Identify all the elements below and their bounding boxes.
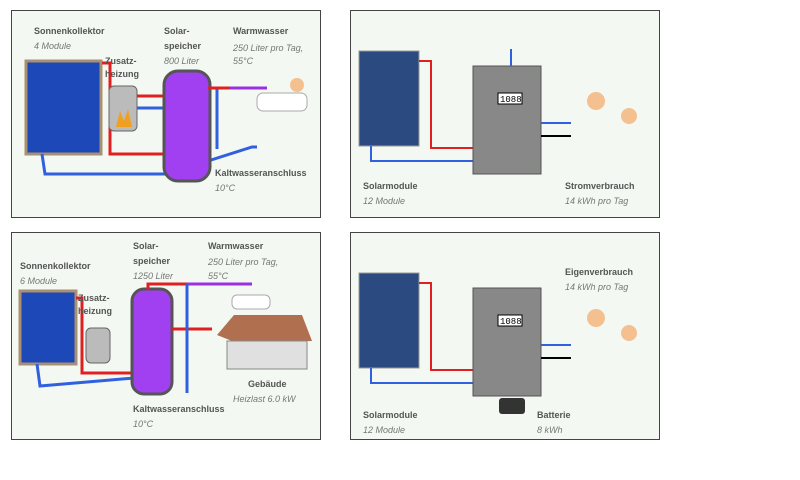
collector-label: Sonnenkollektor xyxy=(34,26,105,36)
modules-sub: 12 Module xyxy=(363,196,406,206)
hotwater-label: Warmwasser xyxy=(208,241,264,251)
solar-thermal-panel-large: Sonnenkollektor 6 Module Zusatz- heizung… xyxy=(11,232,321,440)
solar-modules xyxy=(358,272,420,369)
house-icon xyxy=(226,340,308,370)
hotwater-sub-1: 250 Liter pro Tag, xyxy=(208,257,279,267)
meter-reading: 1088 xyxy=(500,95,522,105)
meter-cabinet xyxy=(472,65,542,175)
tank-label-1: Solar- xyxy=(164,26,190,36)
battery-label: Batterie xyxy=(537,410,571,420)
hotwater-sub-2: 55°C xyxy=(208,271,229,281)
collector-sub: 6 Module xyxy=(20,276,58,286)
building-sub: Heizlast 6.0 kW xyxy=(233,394,296,404)
solar-collector xyxy=(18,289,78,366)
aux-label-1: Zusatz- xyxy=(78,293,110,303)
tank-sub: 800 Liter xyxy=(164,56,200,66)
hotwater-label: Warmwasser xyxy=(233,26,289,36)
solar-modules xyxy=(358,50,420,147)
hotwater-sub-1: 250 Liter pro Tag, xyxy=(233,43,304,53)
solar-thermal-panel-small: Sonnenkollektor 4 Module Zusatz- heizung… xyxy=(11,10,321,218)
aux-heater xyxy=(85,327,111,364)
meter-display xyxy=(497,314,523,327)
load-sub: 14 kWh pro Tag xyxy=(565,282,629,292)
house-roof xyxy=(217,315,312,343)
pv-diagram: 1088 xyxy=(358,49,637,175)
meter-display xyxy=(497,92,523,105)
load-label: Stromverbrauch xyxy=(565,181,635,191)
child-icon xyxy=(587,92,605,110)
tank-label-2: speicher xyxy=(133,256,171,266)
aux-label-1: Zusatz- xyxy=(105,56,137,66)
load-label: Eigenverbrauch xyxy=(565,267,634,277)
battery-icon xyxy=(499,398,525,414)
meter-cabinet xyxy=(472,287,542,397)
meter-reading: 1088 xyxy=(500,317,522,327)
aux-label-2: heizung xyxy=(105,69,139,79)
bathtub-icon xyxy=(256,92,308,112)
cold-label: Kaltwasseranschluss xyxy=(133,404,225,414)
solar-tank xyxy=(130,287,174,396)
person-icon xyxy=(290,78,304,92)
load-sub: 14 kWh pro Tag xyxy=(565,196,629,206)
hotwater-sub-2: 55°C xyxy=(233,56,254,66)
tank-sub: 1250 Liter xyxy=(133,271,174,281)
modules-label: Solarmodule xyxy=(363,181,418,191)
pv-battery-diagram: 1088 xyxy=(358,272,637,414)
child-icon xyxy=(587,309,605,327)
flame-icon xyxy=(116,109,132,127)
cold-sub: 10°C xyxy=(133,419,154,429)
tank-label-2: speicher xyxy=(164,41,202,51)
child-icon xyxy=(621,108,637,124)
collector-sub: 4 Module xyxy=(34,41,72,51)
battery-sub: 8 kWh xyxy=(537,425,563,435)
solar-collector xyxy=(24,59,103,156)
cold-sub: 10°C xyxy=(215,183,236,193)
aux-label-2: heizung xyxy=(78,306,112,316)
tank-label-1: Solar- xyxy=(133,241,159,251)
child-icon xyxy=(621,325,637,341)
building-label: Gebäude xyxy=(248,379,287,389)
solar-thermal-building-diagram xyxy=(18,282,312,396)
modules-label: Solarmodule xyxy=(363,410,418,420)
collector-label: Sonnenkollektor xyxy=(20,261,91,271)
solar-thermal-diagram xyxy=(24,59,308,183)
cold-label: Kaltwasseranschluss xyxy=(215,168,307,178)
modules-sub: 12 Module xyxy=(363,425,406,435)
bathtub-icon xyxy=(231,294,271,310)
pv-battery-panel: 1088 Eigenverbrauch 14 kWh pro Tag Solar… xyxy=(350,232,660,440)
pv-panel: 1088 Solarmodule 12 Module Stromverbrauc… xyxy=(350,10,660,218)
solar-tank xyxy=(162,69,212,183)
